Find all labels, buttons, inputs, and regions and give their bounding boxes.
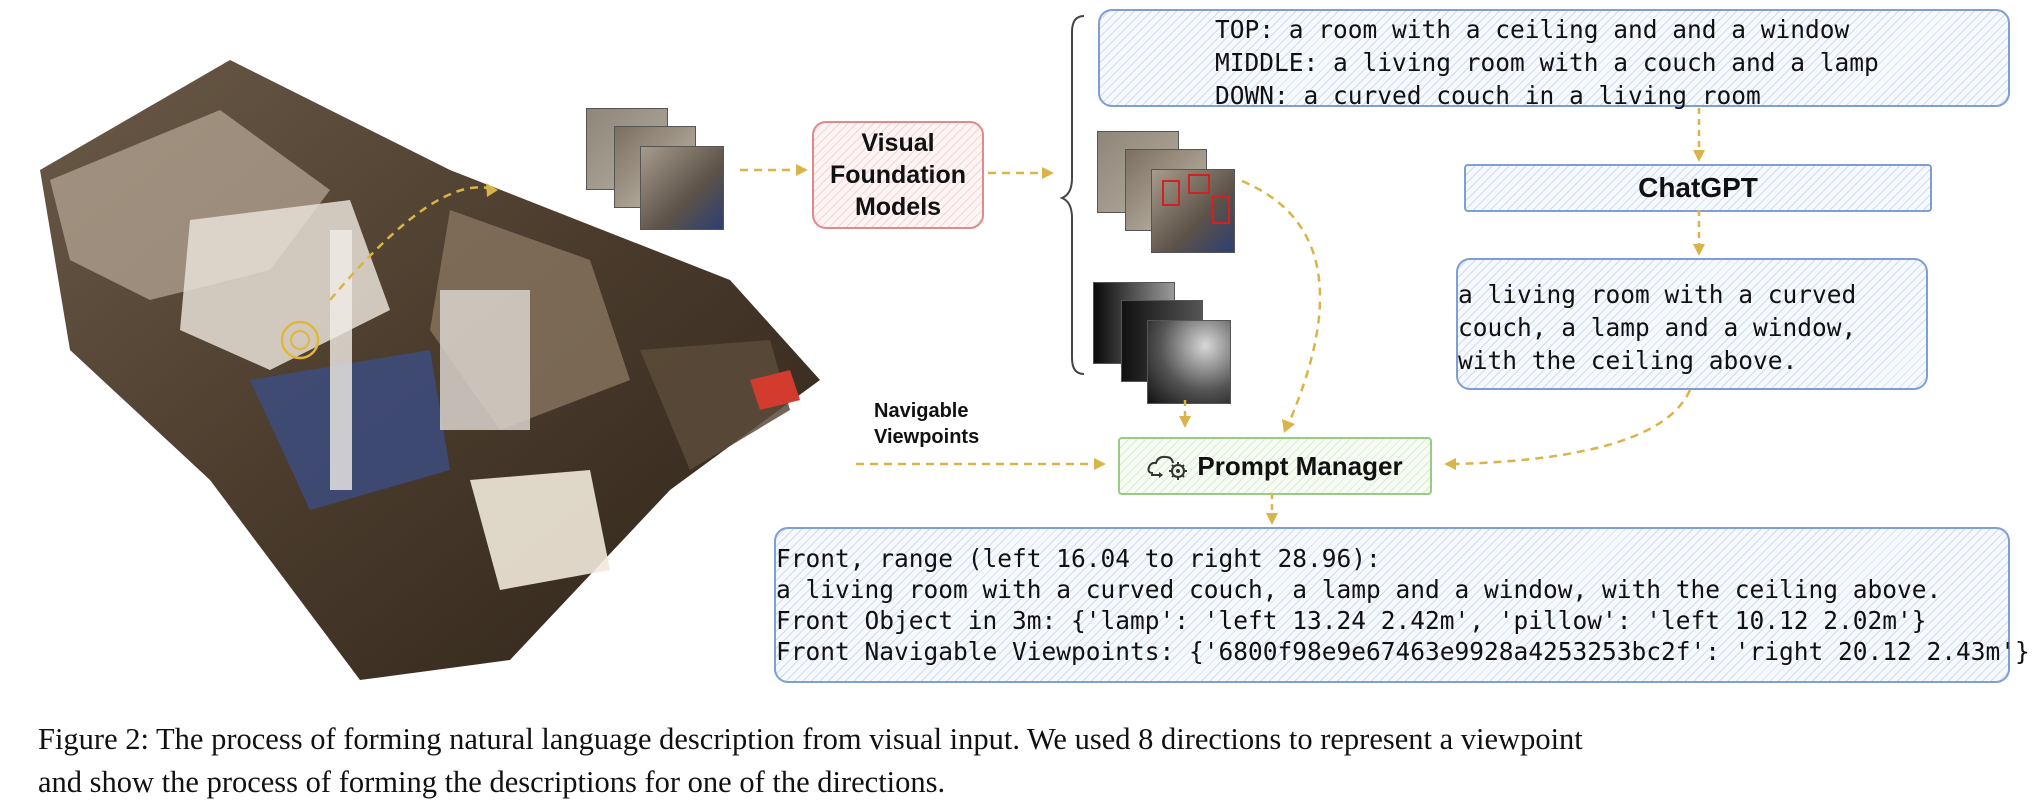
navigable-viewpoints-line-1: Navigable xyxy=(874,400,969,422)
visual-foundation-models-node: Visual Foundation Models xyxy=(812,121,984,229)
output-line-objects: Front Object in 3m: {'lamp': 'left 13.24… xyxy=(776,606,1927,635)
summary-line-2: couch, a lamp and a window, xyxy=(1458,313,1857,342)
arrow-viewpoints-to-prompt-manager xyxy=(856,458,1106,470)
navigable-viewpoints-label: Navigable Viewpoints xyxy=(874,398,979,450)
final-prompt-output-box: Front, range (left 16.04 to right 28.96)… xyxy=(774,527,2030,683)
arrow-depth-to-prompt-manager xyxy=(1179,400,1191,428)
figure-caption-line-1: Figure 2: The process of forming natural… xyxy=(38,722,1583,756)
arrow-images-to-vfm xyxy=(740,164,808,176)
output-line-viewpoints: Front Navigable Viewpoints: {'6800f98e9e… xyxy=(776,637,2030,666)
figure-caption-line-2: and show the process of forming the desc… xyxy=(38,765,946,799)
arrow-chatgpt-to-summary xyxy=(1693,210,1705,256)
summary-line-3: with the ceiling above. xyxy=(1458,346,1798,375)
caption-line-top: TOP: a room with a ceiling and and a win… xyxy=(1215,15,1850,44)
arrow-prompt-manager-to-output xyxy=(1266,493,1278,525)
rgb-view-stack-icon xyxy=(586,108,726,238)
arrow-captions-to-chatgpt xyxy=(1693,108,1705,162)
depth-map-stack-icon xyxy=(1093,282,1233,412)
vfm-label-line-3: Models xyxy=(854,193,942,221)
caption-line-middle: MIDDLE: a living room with a couch and a… xyxy=(1215,48,1879,77)
cloud-gear-icon xyxy=(1147,455,1188,480)
output-line-description: a living room with a curved couch, a lam… xyxy=(776,575,1942,604)
summary-description-box: a living room with a curved couch, a lam… xyxy=(1456,258,1928,390)
grouping-brace xyxy=(1060,15,1085,375)
direction-captions-box: TOP: a room with a ceiling and and a win… xyxy=(1098,9,2010,110)
chatgpt-label: ChatGPT xyxy=(1638,172,1758,203)
navigable-viewpoints-line-2: Viewpoints xyxy=(874,426,980,448)
prompt-manager-node: Prompt Manager xyxy=(1118,437,1432,495)
arrow-summary-to-prompt-manager xyxy=(1444,389,1692,470)
summary-line-1: a living room with a curved xyxy=(1458,280,1857,309)
floorplan-3d-image xyxy=(40,60,820,680)
vfm-label-line-1: Visual xyxy=(861,129,935,157)
output-line-range: Front, range (left 16.04 to right 28.96)… xyxy=(776,544,1381,573)
prompt-manager-label: Prompt Manager xyxy=(1197,450,1403,481)
arrow-vfm-to-outputs xyxy=(988,167,1054,179)
caption-line-down: DOWN: a curved couch in a living room xyxy=(1215,81,1761,110)
arrow-detection-to-prompt-manager xyxy=(1241,179,1322,433)
figure-caption: Figure 2: The process of forming natural… xyxy=(38,718,2038,804)
detection-view-stack-icon xyxy=(1097,131,1237,261)
chatgpt-node: ChatGPT xyxy=(1464,164,1932,212)
vfm-label-line-2: Foundation xyxy=(829,161,967,189)
